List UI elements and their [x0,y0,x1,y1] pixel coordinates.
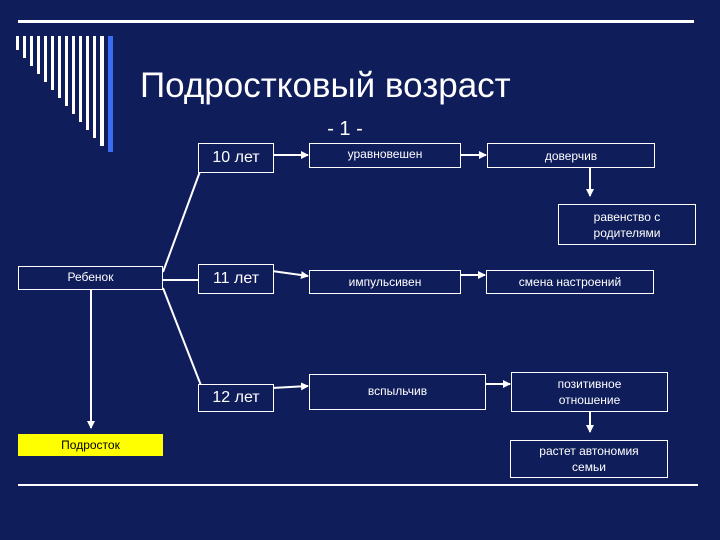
node-teen-label: Подросток [61,438,120,452]
node-child: Ребенок [18,266,163,290]
node-hot: вспыльчив [309,374,486,410]
node-equality-label: равенство с родителями [593,209,661,240]
node-autonomy: растет автономия семьи [510,440,668,478]
node-trusting: доверчив [487,143,655,168]
node-hot-label: вспыльчив [367,384,428,398]
node-impulsive: импульсивен [309,270,461,294]
node-age12: 12 лет [198,384,274,412]
node-positive: позитивное отношение [511,372,668,412]
node-balanced: уравновешен [309,143,461,168]
node-age12-label: 12 лет [212,389,260,406]
top-rule [18,20,694,23]
node-positive-label: позитивное отношение [557,377,622,407]
edge-child-age12 [162,287,203,389]
node-mood: смена настроений [486,270,654,294]
node-trusting-label: доверчив [544,148,598,163]
node-age10-label: 10 лет [212,149,260,166]
edge-age11-impulsive [271,270,309,279]
node-mood-label: смена настроений [518,275,622,289]
bottom-rule [18,484,698,486]
slide-number: - 1 - [327,118,363,140]
node-age10: 10 лет [198,143,274,173]
node-age11-label: 11 лет [212,270,260,287]
node-age11: 11 лет [198,264,274,294]
node-child-label: Ребенок [67,270,114,284]
node-teen: Подросток [18,434,163,456]
edge-age12-hot [271,382,309,391]
edge-child-age10 [162,165,203,273]
node-balanced-label: уравновешен [347,147,423,161]
node-impulsive-label: импульсивен [348,275,422,289]
node-equality: равенство с родителями [558,204,696,245]
slide-title: Подростковый возраст [140,66,511,105]
node-autonomy-label: растет автономия семьи [539,444,639,474]
